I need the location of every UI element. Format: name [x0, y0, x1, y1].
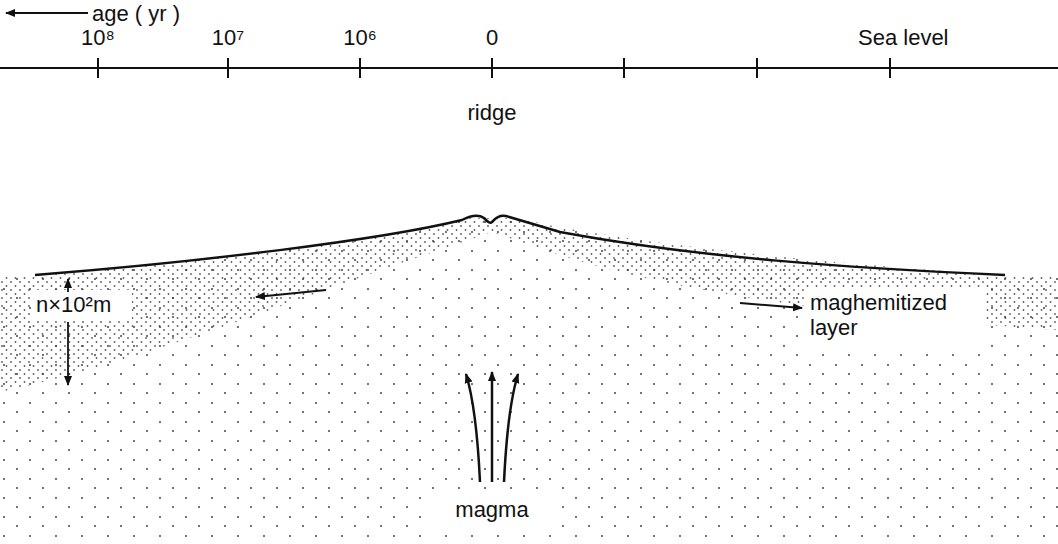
- axis-label: Sea level: [858, 25, 949, 50]
- layer-label: maghemitized layer: [810, 290, 980, 341]
- tick-label: 10⁷: [212, 25, 244, 50]
- tick-label: 10⁶: [343, 25, 377, 50]
- feature-label: magma: [455, 497, 528, 522]
- tick-label: 0: [486, 25, 498, 50]
- tick-label: 10⁸: [81, 25, 115, 50]
- feature-label: ridge: [468, 100, 517, 125]
- dimension-label: n×10²m: [36, 292, 111, 317]
- axis-title: age ( yr ): [92, 1, 180, 26]
